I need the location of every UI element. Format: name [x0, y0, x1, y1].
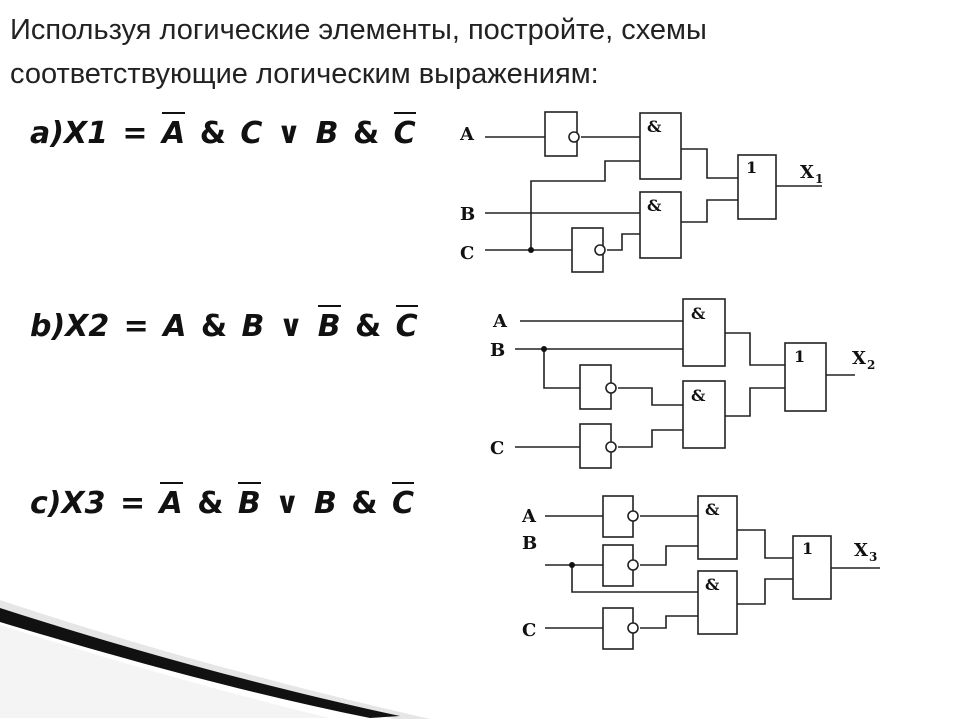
or-label-c: 1	[802, 539, 813, 558]
expr-a-term1: A	[162, 112, 186, 151]
expr-a-term3: B	[315, 116, 339, 151]
expr-b-and1: &	[200, 309, 228, 344]
and-label-b1: &	[691, 304, 706, 323]
and-label-a1: &	[647, 117, 662, 136]
expr-b-term3: B	[317, 305, 341, 344]
junction-b	[541, 346, 547, 352]
output-label-c: X	[854, 540, 868, 561]
and-gate-c1	[697, 495, 738, 560]
expression-c: c)X3 = A & B ∨ B & C	[30, 482, 414, 521]
expression-a: a)X1 = A & C ∨ B & C	[30, 112, 416, 151]
expr-a-term2: C	[240, 116, 263, 151]
and-label-c2: &	[705, 575, 720, 594]
input-label-c-c: C	[522, 620, 536, 641]
wire-c-not2-out	[640, 545, 698, 566]
not-bubble-a2	[594, 244, 606, 256]
not-bubble-a1	[568, 131, 580, 143]
input-label-a-c: C	[460, 243, 474, 264]
wire-c-and1-out	[737, 529, 793, 559]
not-bubble-c1	[627, 510, 639, 522]
expr-c-term4: C	[391, 482, 414, 521]
and-gate-b1	[682, 298, 726, 367]
curl-shade	[0, 625, 330, 718]
wire-c-and2-out	[737, 578, 793, 605]
input-label-a-b: B	[460, 204, 475, 225]
and-label-b2: &	[691, 386, 706, 405]
expr-b-term1: A	[163, 309, 187, 344]
wire-b-b-down	[543, 349, 580, 389]
output-sub-b: 2	[867, 358, 875, 372]
expr-c-equals: =	[119, 486, 146, 521]
and-gate-b2	[682, 380, 726, 449]
wire-b-and2-out	[725, 387, 785, 417]
expr-c-or: ∨	[275, 486, 300, 521]
expression-b: b)X2 = A & B ∨ B & C	[30, 305, 418, 344]
or-gate-a	[737, 154, 777, 220]
not-bubble-c2	[627, 559, 639, 571]
expr-a-term4: C	[393, 112, 416, 151]
input-label-b-b: B	[490, 340, 505, 361]
task-title: Используя логические элементы, постройте…	[10, 14, 707, 90]
expr-b-term2: B	[241, 309, 265, 344]
or-gate-c	[792, 535, 832, 600]
expr-a-or: ∨	[276, 116, 302, 151]
output-label-a: X	[800, 162, 814, 183]
and-gate-a2	[639, 191, 682, 259]
wire-c-b-down	[571, 565, 698, 593]
and-gate-a1	[639, 112, 682, 180]
wire-a-not2-out	[607, 233, 640, 251]
wire-b-and1-out	[725, 332, 785, 366]
wire-b-not1-out	[618, 387, 683, 406]
expr-c-and2: &	[351, 486, 378, 521]
not-bubble-b1	[605, 382, 617, 394]
input-label-a-a: A	[459, 124, 475, 145]
expr-a-and2: &	[352, 116, 380, 151]
not-bubble-c3	[627, 622, 639, 634]
expr-b-term4: C	[395, 305, 418, 344]
output-sub-a: 1	[815, 172, 823, 186]
and-gate-c2	[697, 570, 738, 635]
input-label-c-b: B	[522, 533, 537, 554]
not-bubble-b2	[605, 441, 617, 453]
expr-c-and1: &	[197, 486, 224, 521]
input-label-b-a: A	[492, 311, 508, 332]
expr-c-term3: B	[314, 486, 337, 521]
and-label-c1: &	[705, 500, 720, 519]
output-label-b: X	[852, 348, 866, 369]
output-sub-c: 3	[869, 550, 877, 564]
expr-b-or: ∨	[278, 309, 304, 344]
expr-a-prefix: a)X1	[30, 116, 108, 151]
or-label-a: 1	[746, 158, 757, 177]
or-gate-b	[784, 342, 827, 412]
wire-a-and2-out	[681, 199, 738, 223]
or-label-b: 1	[794, 347, 805, 366]
and-label-a2: &	[647, 196, 662, 215]
expr-a-and1: &	[199, 116, 226, 151]
expr-c-prefix: c)X3	[30, 486, 106, 521]
input-label-c-a: A	[521, 506, 537, 527]
wire-b-not2-out	[618, 429, 683, 448]
wire-c-not3-out	[640, 615, 698, 629]
expr-b-equals: =	[123, 309, 149, 344]
expr-b-prefix: b)X2	[30, 309, 110, 344]
expr-c-term2: B	[237, 482, 261, 521]
expr-a-equals: =	[122, 116, 148, 151]
junction-a	[528, 247, 534, 253]
input-label-b-c: C	[490, 438, 504, 459]
wire-a-and1-out	[681, 148, 738, 179]
junction-c	[569, 562, 575, 568]
expr-c-term1: A	[159, 482, 183, 521]
wire-a-c-up	[530, 160, 640, 250]
expr-b-and2: &	[355, 309, 382, 344]
